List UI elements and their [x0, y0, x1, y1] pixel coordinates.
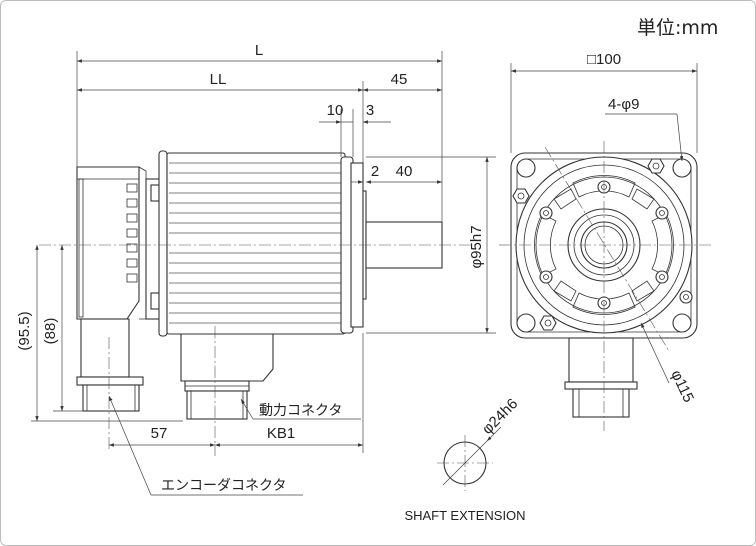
dim-45: 45: [391, 71, 408, 88]
dim-95-5: (95.5): [16, 311, 33, 350]
rear-flange: [145, 150, 168, 337]
units-label: 単位:mm: [637, 17, 718, 39]
dim-ll: LL: [210, 71, 227, 88]
dim-phi115: φ115: [667, 368, 697, 406]
power-connector: [180, 333, 274, 420]
power-connector-label: 動力コネクタ: [259, 403, 342, 419]
shaft-extension: φ24h6 SHAFT EXTENSION: [404, 395, 525, 523]
motor-body: [166, 152, 346, 335]
dim-88: (88): [42, 318, 59, 345]
encoder-housing: [76, 166, 147, 320]
dim-3: 3: [366, 102, 374, 119]
dim-l: L: [255, 42, 263, 59]
dim-57: 57: [151, 425, 168, 442]
dim-4-phi9: 4-φ9: [608, 96, 639, 113]
mounting-holes: [516, 158, 692, 333]
side-view: L LL 45 10 3 2 40 φ95h7 (95.5) (88): [16, 42, 496, 496]
dim-square-100: □100: [587, 51, 621, 68]
dim-10: 10: [327, 102, 344, 119]
encoder-connector: [76, 318, 144, 412]
dim-40: 40: [396, 163, 413, 180]
dim-phi24h6: φ24h6: [479, 395, 522, 438]
front-connector: [564, 337, 638, 418]
dim-kb1: KB1: [267, 425, 295, 442]
front-view: □100 4-φ9 φ115: [499, 51, 713, 431]
dim-2: 2: [371, 163, 379, 180]
encoder-connector-label: エンコーダコネクタ: [161, 478, 286, 494]
shaft-extension-caption: SHAFT EXTENSION: [404, 508, 525, 523]
dim-phi95h7: φ95h7: [468, 225, 485, 268]
